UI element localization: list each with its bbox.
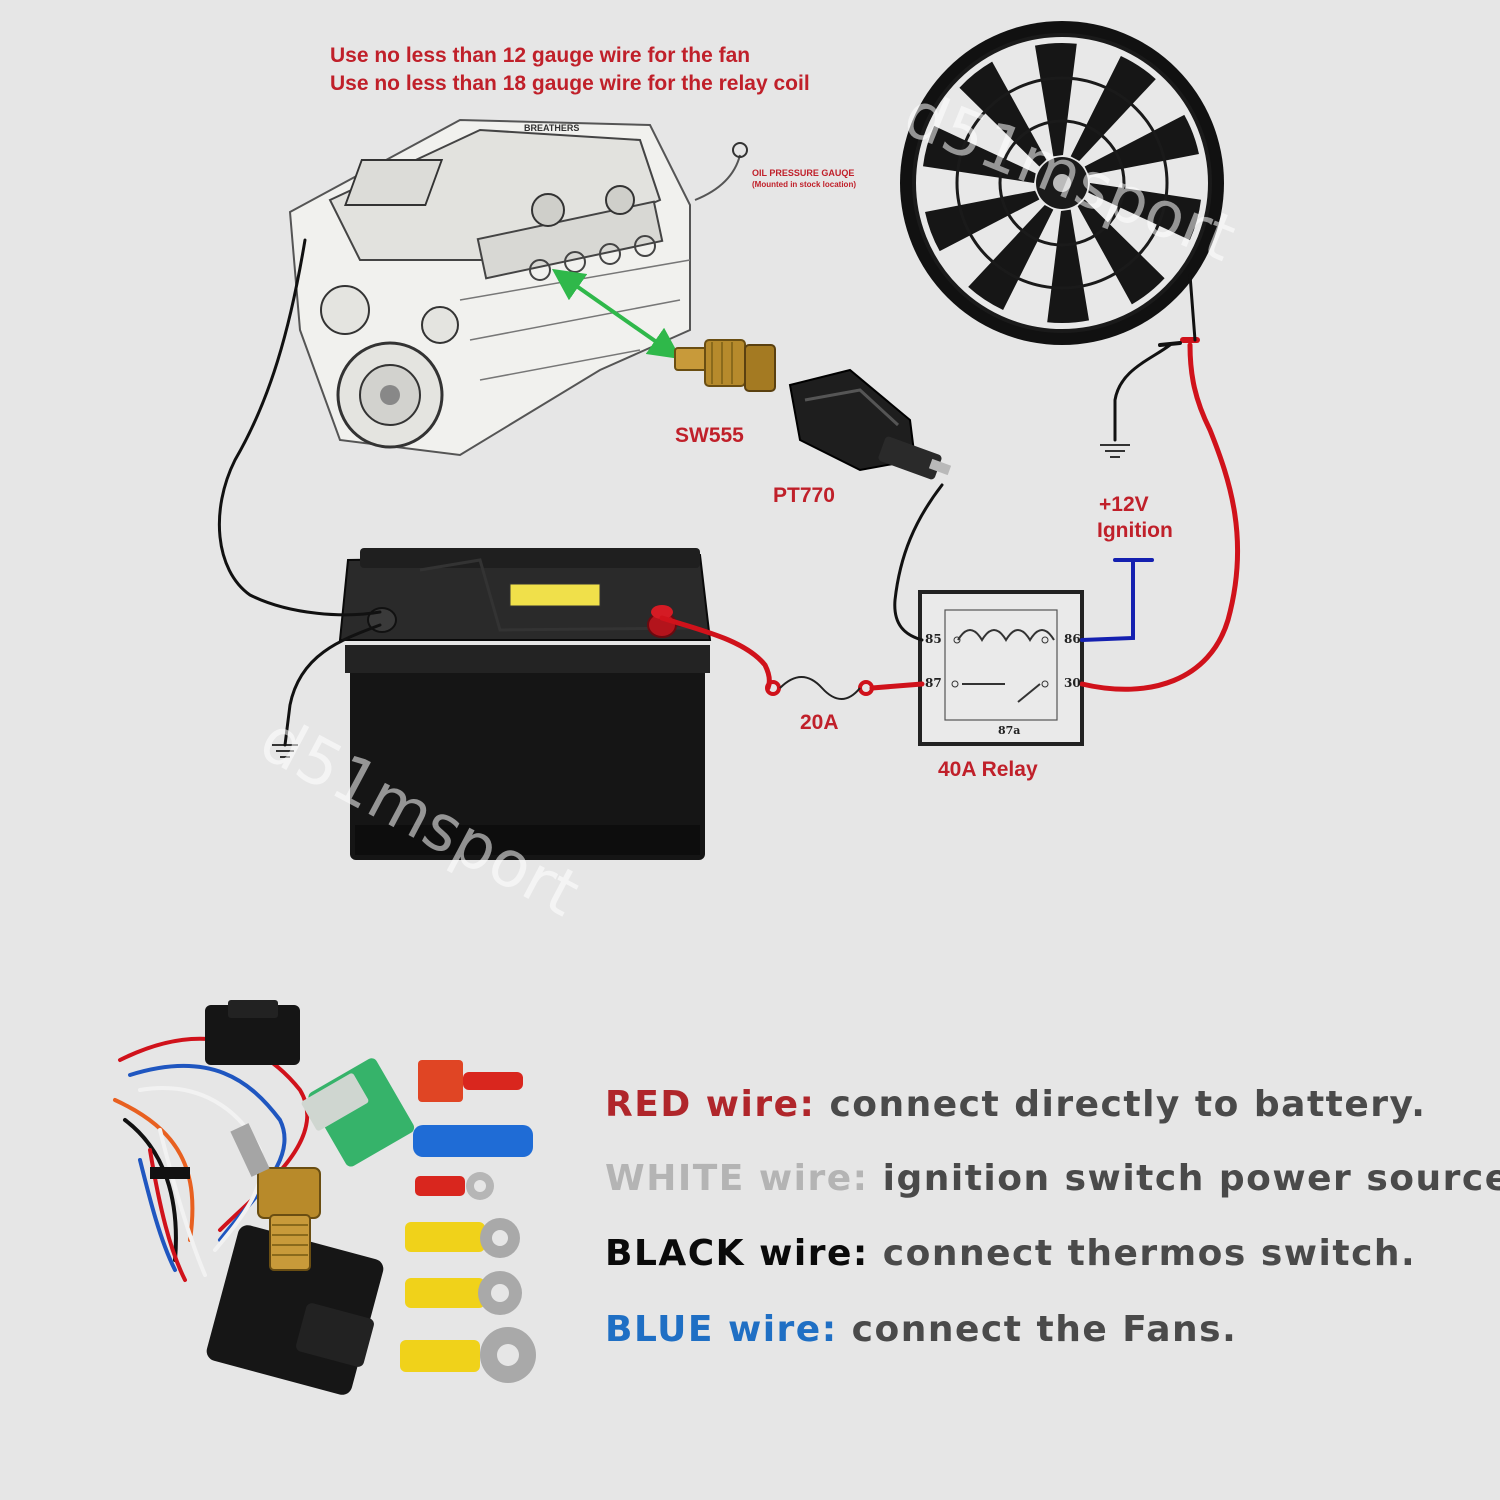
relay-label: 40A Relay (938, 758, 1038, 781)
fuse-20a (765, 676, 874, 700)
relay-pin-87a: 87a (998, 724, 1021, 737)
legend-blue-value: connect the Fans. (837, 1309, 1238, 1350)
legend-white-wire: WHITE wire: ignition switch power source… (605, 1158, 1500, 1199)
legend-blue-wire: BLUE wire: connect the Fans. (605, 1309, 1237, 1350)
fan-blade (1077, 199, 1165, 305)
legend-red-wire: RED wire: connect directly to battery. (605, 1084, 1426, 1125)
ignition-label: +12V Ignition (1097, 492, 1173, 544)
sensor-label: SW555 (675, 424, 744, 447)
mount-arrow (551, 268, 682, 360)
fan-blade (925, 190, 1040, 252)
fan-blade (1084, 114, 1199, 176)
relay-pin-87: 87 (925, 676, 942, 690)
wiring-harness-kit (113, 1000, 536, 1395)
legend-black-key: BLACK wire: (605, 1233, 869, 1274)
oil-gauge-label: OIL PRESSURE GAUQE (Mounted in stock loc… (752, 168, 856, 190)
fan-ground-symbol (1100, 444, 1130, 458)
engine-illustration (288, 118, 748, 457)
fan-blade (923, 125, 1036, 183)
fan-blade (1034, 43, 1077, 157)
breathers-label: BREATHERS (524, 123, 580, 133)
legend-black-wire: BLACK wire: connect thermos switch. (605, 1233, 1416, 1274)
legend-white-key: WHITE wire: (605, 1158, 869, 1199)
relay-pin-85: 85 (925, 632, 942, 646)
battery (338, 548, 712, 860)
legend-red-value: connect directly to battery. (815, 1084, 1427, 1125)
legend-black-value: connect thermos switch. (868, 1233, 1417, 1274)
fuse-label: 20A (800, 711, 839, 734)
fan-blade (1088, 183, 1201, 241)
ignition-voltage: +12V (1099, 493, 1149, 516)
gauge-note-line-1: Use no less than 12 gauge wire for the f… (330, 44, 751, 67)
fan-blade (1047, 209, 1090, 323)
gauge-note-line-2: Use no less than 18 gauge wire for the r… (330, 72, 810, 95)
oil-gauge-subtitle: (Mounted in stock location) (752, 180, 856, 189)
fan-blade (959, 61, 1047, 167)
legend-blue-key: BLUE wire: (605, 1309, 838, 1350)
legend-red-key: RED wire: (605, 1084, 816, 1125)
oil-gauge-title: OIL PRESSURE GAUQE (752, 168, 855, 178)
relay-pin-86: 86 (1064, 632, 1081, 646)
gauge-note: Use no less than 12 gauge wire for the f… (330, 42, 810, 98)
ignition-text: Ignition (1097, 519, 1173, 542)
electric-fan (900, 21, 1224, 345)
wires (217, 238, 1241, 747)
legend-white-value: ignition switch power source. (868, 1158, 1500, 1199)
relay-pin-30: 30 (1064, 676, 1081, 690)
connector-pt770 (788, 368, 952, 480)
temp-sensor-sw555 (674, 339, 776, 392)
relay-40a (918, 590, 1084, 746)
connector-label: PT770 (773, 484, 835, 507)
fan-blade (1070, 55, 1156, 161)
fan-blade (968, 205, 1054, 311)
